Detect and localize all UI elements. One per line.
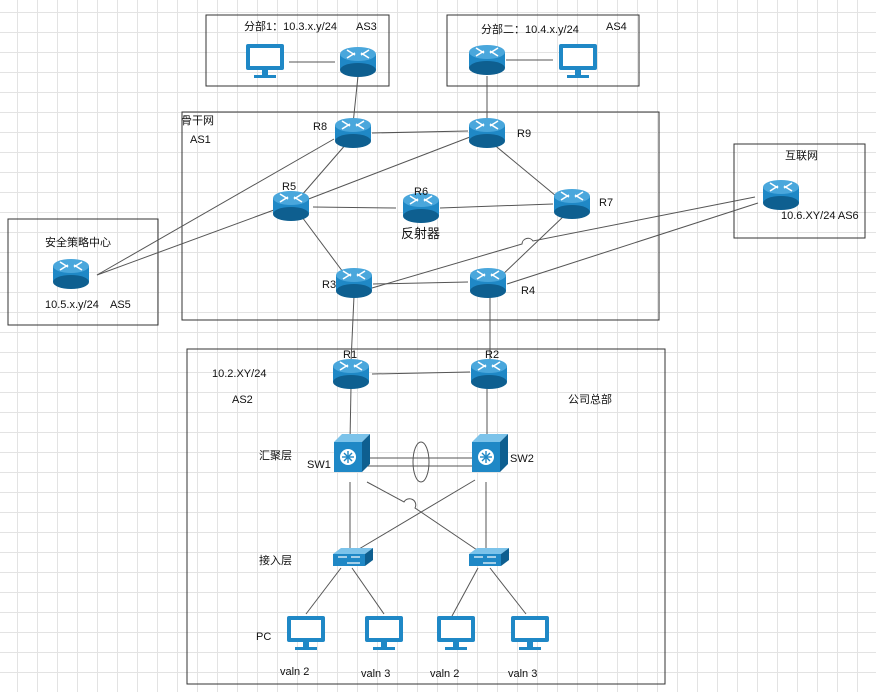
router-r8-icon[interactable] — [334, 117, 372, 149]
branch2-router-icon[interactable] — [468, 44, 506, 76]
security-center-as-label: AS5 — [110, 299, 131, 311]
router-r2-label: R2 — [485, 349, 500, 361]
router-r5-label: R5 — [282, 181, 297, 193]
pc-vlan-label: valn 3 — [361, 668, 391, 680]
security-center-title: 安全策略中心 — [45, 237, 111, 249]
router-r1-label: R1 — [343, 349, 358, 361]
access-switch-left-icon[interactable] — [332, 547, 374, 567]
internet-subnet: 10.6.XY/24 AS6 — [781, 210, 859, 222]
switch-sw1-label: SW1 — [307, 459, 331, 471]
branch1-as-label: AS3 — [356, 21, 377, 33]
switch-sw2-icon[interactable] — [471, 433, 509, 473]
aggregation-layer-label: 汇聚层 — [259, 450, 292, 462]
router-r3-icon[interactable] — [335, 267, 373, 299]
router-r4-icon[interactable] — [469, 267, 507, 299]
reflector-label: 反射器 — [401, 226, 441, 241]
internet-title: 互联网 — [785, 150, 818, 162]
security-center-router-icon[interactable] — [52, 258, 90, 290]
router-r1-icon[interactable] — [332, 358, 370, 390]
router-r9-icon[interactable] — [468, 117, 506, 149]
pc-vlan-label: valn 2 — [430, 668, 460, 680]
hq-as-label: AS2 — [232, 394, 253, 406]
branch1-box — [205, 14, 390, 87]
router-r8-label: R8 — [313, 121, 328, 133]
branch2-monitor-icon — [559, 44, 597, 78]
branch1-monitor-icon — [246, 44, 284, 78]
branch2-as-label: AS4 — [606, 21, 627, 33]
headquarters-box — [186, 348, 666, 685]
branch1-router-icon[interactable] — [339, 46, 377, 78]
router-r7-label: R7 — [599, 197, 614, 209]
router-r3-label: R3 — [322, 279, 337, 291]
access-layer-label: 接入层 — [259, 555, 292, 567]
router-r5-icon[interactable] — [272, 190, 310, 222]
pc-layer-label: PC — [256, 631, 272, 643]
hq-title: 公司总部 — [568, 394, 612, 406]
hq-subnet-label: 10.2.XY/24 — [212, 368, 267, 380]
router-r7-icon[interactable] — [553, 188, 591, 220]
router-r2-icon[interactable] — [470, 358, 508, 390]
pc-monitor-icon — [437, 616, 475, 650]
branch2-title: 分部二：10.4.x.y/24 — [481, 24, 579, 36]
security-center-box — [7, 218, 159, 326]
internet-router-icon[interactable] — [762, 179, 800, 211]
security-center-subnet: 10.5.x.y/24 — [45, 299, 99, 311]
branch1-title: 分部1：10.3.x.y/24 — [244, 21, 337, 33]
router-r6-label: R6 — [414, 186, 429, 198]
switch-sw2-label: SW2 — [510, 453, 534, 465]
pc-vlan-label: valn 2 — [280, 666, 310, 678]
router-r4-label: R4 — [521, 285, 536, 297]
backbone-title: 骨干网 — [181, 115, 214, 127]
branch2-box — [446, 14, 640, 87]
switch-sw1-icon[interactable] — [333, 433, 371, 473]
backbone-as-label: AS1 — [190, 134, 211, 146]
pc-monitor-icon — [511, 616, 549, 650]
pc-monitor-icon — [365, 616, 403, 650]
router-r9-label: R9 — [517, 128, 532, 140]
pc-vlan-label: valn 3 — [508, 668, 538, 680]
links — [96, 59, 759, 617]
access-switch-right-icon[interactable] — [468, 547, 510, 567]
pc-monitor-icon — [287, 616, 325, 650]
internet-box — [733, 143, 866, 239]
